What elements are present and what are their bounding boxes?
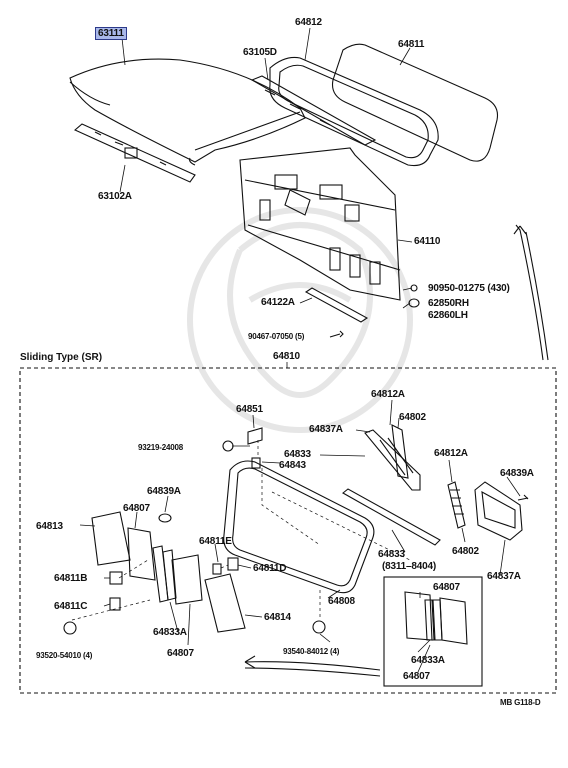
- part-label-64837A-bottom[interactable]: 64837A: [487, 571, 521, 582]
- clip-64811D[interactable]: [227, 557, 239, 571]
- part-label-64807-inset-top[interactable]: 64807: [433, 582, 460, 593]
- weatherstrip-64812[interactable]: [269, 56, 439, 167]
- part-label-64812A-top[interactable]: 64812A: [371, 389, 405, 400]
- part-label-64813[interactable]: 64813: [36, 521, 63, 532]
- part-label-64839A-left[interactable]: 64839A: [147, 486, 181, 497]
- section-title: Sliding Type (SR): [20, 352, 103, 363]
- part-label-93520-54010[interactable]: 93520-54010 (4): [36, 651, 93, 660]
- part-label-93540-84012[interactable]: 93540-84012 (4): [283, 647, 340, 656]
- part-label-64839A-right[interactable]: 64839A: [500, 468, 534, 479]
- roof-panel-63111[interactable]: [69, 58, 306, 166]
- part-label-64811E[interactable]: 64811E: [199, 536, 232, 547]
- part-label-64812A-right[interactable]: 64812A: [434, 448, 468, 459]
- inset-glass-assembly[interactable]: [404, 591, 468, 645]
- fastener-62850[interactable]: [408, 298, 420, 308]
- guide-lines: [71, 440, 411, 621]
- part-label-64851[interactable]: 64851: [236, 404, 263, 415]
- part-label-64811[interactable]: 64811: [398, 39, 425, 50]
- part-label-64811B[interactable]: 64811B: [54, 573, 88, 584]
- part-label-64811C[interactable]: 64811C: [54, 601, 88, 612]
- screw-93520[interactable]: [63, 621, 77, 635]
- glass-64814[interactable]: [204, 573, 246, 633]
- part-label-64833A-left[interactable]: 64833A: [153, 627, 187, 638]
- part-label-62860[interactable]: 62860LH: [428, 310, 468, 321]
- screw-93540[interactable]: [312, 620, 326, 634]
- part-label-64814[interactable]: 64814: [264, 612, 291, 623]
- leader-lines: [79, 27, 521, 673]
- sliding-type-section-border: [19, 367, 557, 694]
- fastener-64839A-right[interactable]: [517, 494, 529, 501]
- clip-64811E[interactable]: [212, 563, 222, 575]
- back-panel-64110[interactable]: [239, 147, 401, 301]
- part-label-64802-top[interactable]: 64802: [399, 412, 426, 423]
- clip-64811B[interactable]: [109, 571, 123, 585]
- part-label-64811D[interactable]: 64811D: [253, 563, 287, 574]
- back-glass-64811[interactable]: [331, 43, 499, 162]
- part-label-63102A[interactable]: 63102A: [98, 191, 132, 202]
- glass-64807-left[interactable]: [127, 527, 156, 581]
- channel-64833A-left[interactable]: [152, 545, 177, 603]
- part-label-64837A-top[interactable]: 64837A: [309, 424, 343, 435]
- rail-63105D[interactable]: [250, 75, 377, 146]
- window-frame-64808[interactable]: [223, 460, 375, 594]
- latch-64851[interactable]: [247, 427, 263, 445]
- part-label-64807-a[interactable]: 64807: [123, 503, 150, 514]
- channel-64833[interactable]: [342, 488, 441, 546]
- part-label-64802-bottom[interactable]: 64802: [452, 546, 479, 557]
- watermark-emblem: [187, 207, 413, 433]
- part-label-64122A[interactable]: 64122A: [261, 297, 295, 308]
- part-label-8311-8404: (8311–8404): [382, 561, 436, 572]
- part-label-62850[interactable]: 62850RH: [428, 298, 469, 309]
- fastener-64839A-left[interactable]: [158, 513, 172, 523]
- screw-90467[interactable]: [329, 330, 344, 338]
- part-label-93219-24008[interactable]: 93219-24008: [138, 443, 183, 452]
- figure-code: MB G118-D: [500, 698, 541, 707]
- direction-arrow-right: [513, 224, 544, 361]
- part-label-64810[interactable]: 64810: [273, 351, 300, 362]
- clip-64811C[interactable]: [109, 597, 121, 611]
- part-label-63111[interactable]: 63111: [95, 27, 127, 40]
- glass-64807-center[interactable]: [171, 554, 203, 605]
- part-label-64833-top[interactable]: 64833: [284, 449, 311, 460]
- roof-bow-63102A[interactable]: [73, 123, 196, 183]
- part-label-64833-bottom[interactable]: 64833: [378, 549, 405, 560]
- glass-64813[interactable]: [91, 511, 131, 566]
- screw-93219[interactable]: [222, 440, 234, 452]
- part-label-90467-07050[interactable]: 90467-07050 (5): [248, 332, 305, 341]
- strip-64122A[interactable]: [304, 287, 369, 323]
- frame-64837A-right[interactable]: [474, 481, 523, 541]
- part-64843[interactable]: [251, 457, 261, 469]
- part-label-64808[interactable]: 64808: [328, 596, 355, 607]
- part-label-64843[interactable]: 64843: [279, 460, 306, 471]
- part-label-64812[interactable]: 64812: [295, 17, 322, 28]
- channel-64812A-left[interactable]: [364, 424, 421, 491]
- part-label-63105D[interactable]: 63105D: [243, 47, 277, 58]
- part-label-64807-b[interactable]: 64807: [167, 648, 194, 659]
- inset-box: [383, 576, 483, 687]
- direction-arrow-bottom: [244, 655, 381, 671]
- part-label-64833A-inset[interactable]: 64833A: [411, 655, 445, 666]
- part-label-90950-01275[interactable]: 90950-01275 (430): [428, 283, 510, 294]
- channel-64812A-right[interactable]: [447, 481, 466, 529]
- part-label-64110[interactable]: 64110: [414, 236, 441, 247]
- part-label-64807-inset-bottom[interactable]: 64807: [403, 671, 430, 682]
